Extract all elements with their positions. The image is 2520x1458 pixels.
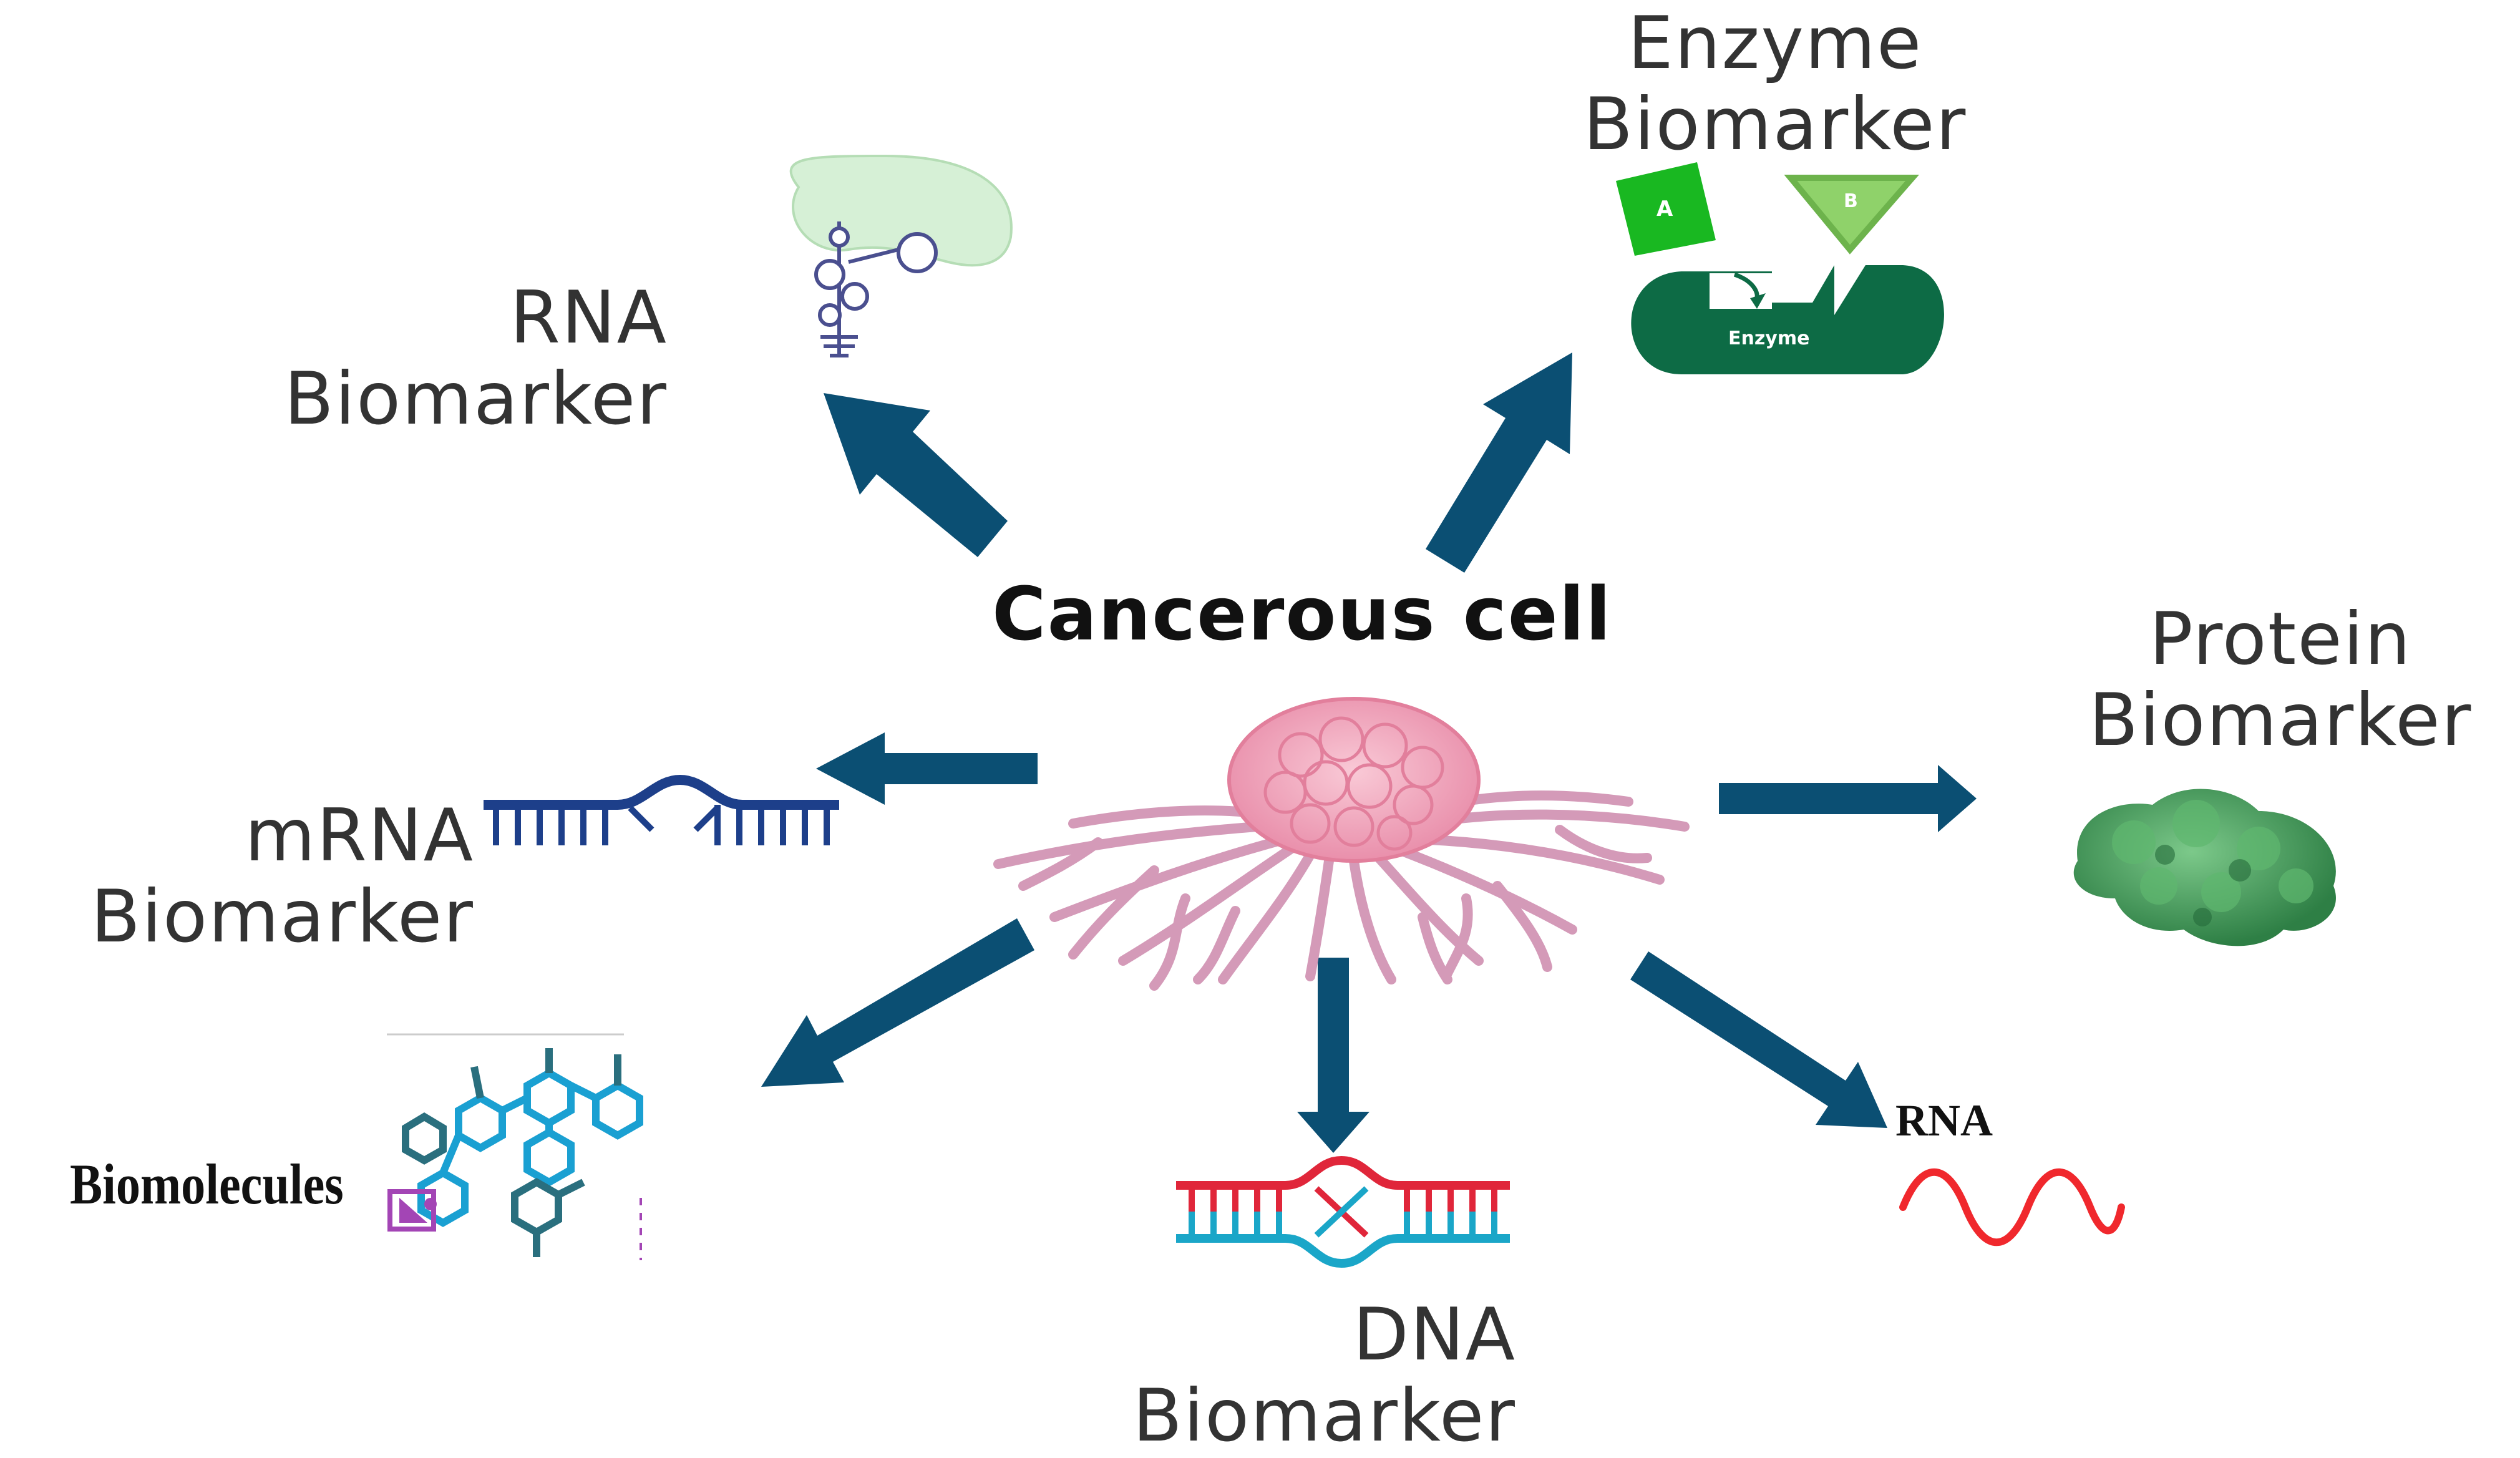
rna-label: RNA bbox=[1895, 1096, 1993, 1145]
rna-structure-icon bbox=[789, 154, 1013, 357]
enzyme-icon bbox=[1616, 162, 1944, 374]
dna-biomarker-line-1: DNA bbox=[1353, 1293, 1516, 1377]
mrna-biomarker-line-1: mRNA bbox=[245, 794, 474, 878]
mrna-icon bbox=[484, 774, 839, 845]
dna-biomarker-label: DNA Biomarker bbox=[1054, 1295, 1516, 1457]
rna-biomarker-line-1: RNA bbox=[510, 276, 668, 360]
dna-biomarker-line-2: Biomarker bbox=[1132, 1373, 1516, 1458]
arrow-to-rna bbox=[1630, 951, 1887, 1128]
protein-biomarker-label: Protein Biomarker bbox=[2046, 599, 2514, 761]
biomolecules-label: Biomolecules bbox=[70, 1152, 344, 1216]
biomolecule-icon bbox=[387, 1033, 643, 1260]
mrna-biomarker-line-2: Biomarker bbox=[90, 874, 474, 959]
rna-wave-icon bbox=[1899, 1169, 2125, 1247]
protein-biomarker-line-2: Biomarker bbox=[2088, 678, 2473, 762]
arrow-to-dna-biomarker bbox=[1297, 958, 1369, 1153]
enzyme-biomarker-label: Enzyme Biomarker bbox=[1541, 3, 2009, 165]
arrow-to-mrna-biomarker bbox=[816, 732, 1038, 805]
arrow-to-enzyme-biomarker bbox=[1426, 352, 1572, 573]
rna-biomarker-line-2: Biomarker bbox=[284, 356, 668, 441]
rna-biomarker-label: RNA Biomarker bbox=[206, 278, 668, 440]
protein-biomarker-line-1: Protein bbox=[2149, 597, 2412, 681]
enzyme-icon-text: Enzyme bbox=[1728, 328, 1810, 349]
substrate-a-text: A bbox=[1656, 197, 1673, 221]
arrow-to-biomolecules bbox=[761, 918, 1034, 1087]
enzyme-biomarker-line-2: Biomarker bbox=[1583, 82, 1967, 167]
substrate-b-text: B bbox=[1844, 190, 1858, 212]
enzyme-biomarker-line-1: Enzyme bbox=[1627, 1, 1923, 85]
mrna-biomarker-label: mRNA Biomarker bbox=[9, 795, 474, 958]
protein-icon bbox=[2073, 789, 2336, 946]
cancer-cell-icon bbox=[993, 697, 1690, 991]
center-title: Cancerous cell bbox=[992, 571, 1612, 657]
dna-icon bbox=[1176, 1155, 1510, 1268]
arrow-to-rna-biomarker bbox=[824, 393, 1008, 557]
arrow-to-protein-biomarker bbox=[1719, 765, 1977, 832]
